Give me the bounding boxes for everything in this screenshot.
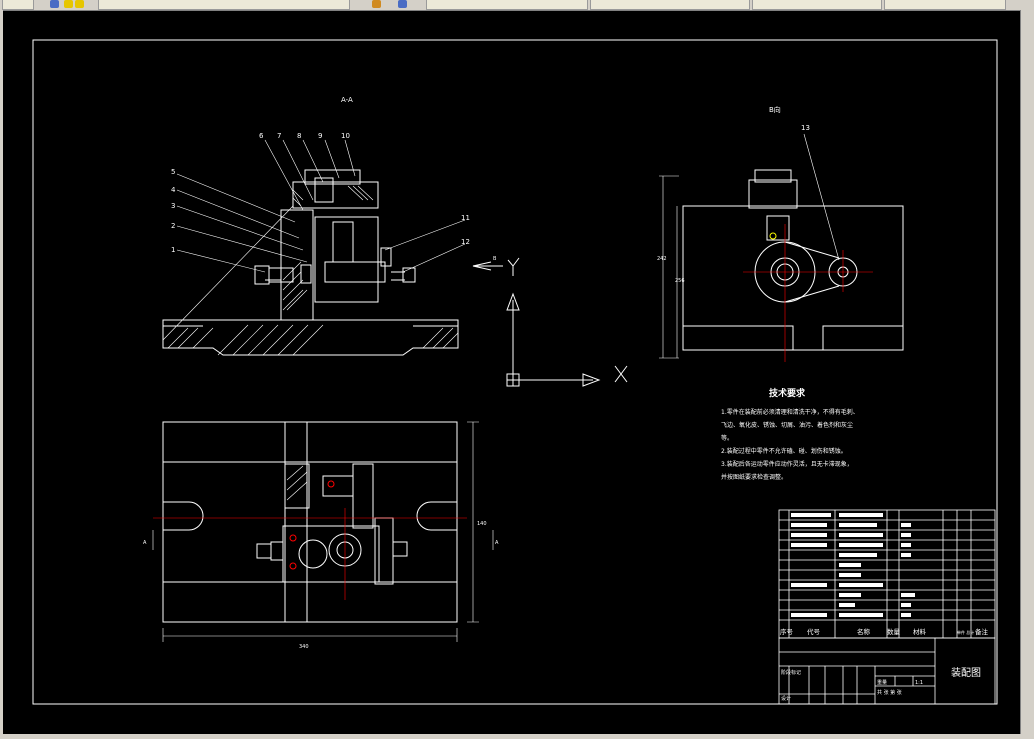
- callout-11: 11: [461, 214, 470, 222]
- plotstyle-dropdown[interactable]: [884, 0, 1006, 10]
- tech-req-line: 1.零件在装配前必须清理和清洗干净，不得有毛刺、: [721, 408, 859, 416]
- callout-6: 6: [259, 132, 264, 140]
- callout-9: 9: [318, 132, 322, 140]
- bom-header-name: 名称: [857, 627, 871, 636]
- section-label: A-A: [341, 96, 353, 104]
- layer-prev-icon[interactable]: [398, 0, 407, 8]
- bom-header-remark: 备注: [975, 627, 989, 636]
- layer-state-icon[interactable]: [372, 0, 381, 8]
- callout-2: 2: [171, 222, 175, 230]
- tech-req-line: 3.装配后各运动零件应动作灵活，且无卡滞现象，: [721, 460, 853, 468]
- window-bottom-border: [0, 734, 1034, 739]
- callout-12: 12: [461, 238, 470, 246]
- tech-req-line: 等。: [721, 434, 733, 442]
- drawing-border: [32, 39, 998, 705]
- side-view: B向 13 242 256: [657, 105, 904, 362]
- tech-req-line: 2.装配过程中零件不允许磕、碰、划伤和锈蚀。: [721, 447, 847, 455]
- bom-header-material: 材料: [913, 627, 927, 636]
- top-view: 340 140 A A: [143, 421, 499, 650]
- tb-label-stage: 阶段标记: [781, 669, 801, 676]
- callout-1: 1: [171, 246, 175, 254]
- bom-header-code: 代号: [807, 627, 821, 636]
- view-label: B向: [769, 105, 781, 114]
- dim-height-a: 242: [657, 256, 667, 262]
- toolbar-tab[interactable]: [2, 0, 34, 10]
- lineweight-dropdown[interactable]: [752, 0, 882, 10]
- tb-sheet: 共 张 第 张: [877, 689, 902, 696]
- callout-5: 5: [171, 168, 175, 176]
- sun-icon[interactable]: [75, 0, 84, 8]
- bom-header-qty: 数量: [887, 627, 901, 636]
- vertical-scrollbar[interactable]: [1020, 10, 1034, 739]
- dim-height-b: 256: [675, 278, 685, 284]
- tech-requirements: 技术要求 1.零件在装配前必须清理和清洗干净，不得有毛刺、 飞边、氧化皮、锈蚀、…: [721, 387, 859, 481]
- tb-scale: 1:1: [915, 680, 923, 686]
- view-arrow-label: B: [493, 256, 497, 262]
- bulb-icon[interactable]: [64, 0, 73, 8]
- tb-label-weight: 重量: [877, 679, 887, 686]
- tech-req-line: 飞边、氧化皮、锈蚀、切屑、油污、着色剂和灰尘: [721, 421, 853, 429]
- callout-13: 13: [801, 124, 810, 132]
- ucs-x-label: X: [615, 393, 616, 395]
- window-left-border: [0, 10, 3, 739]
- color-dropdown[interactable]: [426, 0, 588, 10]
- tech-req-title: 技术要求: [769, 387, 806, 399]
- cad-toolbar: [0, 0, 1034, 11]
- layer-icon[interactable]: [50, 0, 59, 8]
- tb-label-design: 设计: [781, 695, 791, 702]
- ucs-icon: X: [506, 292, 628, 395]
- layer-dropdown[interactable]: [98, 0, 350, 10]
- callout-8: 8: [297, 132, 301, 140]
- callout-10: 10: [341, 132, 350, 140]
- bom-table: 序号 代号 名称 数量 材料 单件 总计 备注: [778, 509, 996, 639]
- callout-7: 7: [277, 132, 281, 140]
- callout-4: 4: [171, 186, 176, 194]
- drawing-name: 装配图: [951, 666, 981, 679]
- callout-3: 3: [171, 202, 175, 210]
- section-mark-right: A: [495, 540, 499, 546]
- dim-plan-width: 140: [477, 521, 487, 527]
- title-block: 阶段标记 设计 重量 1:1 共 张 第 张 装配图: [778, 637, 996, 705]
- bom-header-unit-weight: 单件 总计: [957, 629, 974, 635]
- dim-overall-length: 340: [299, 644, 309, 650]
- linetype-dropdown[interactable]: [590, 0, 750, 10]
- tech-req-line: 并按图纸要求检查调整。: [721, 473, 787, 481]
- front-section-view: A-A: [162, 96, 520, 356]
- section-mark-left: A: [143, 540, 147, 546]
- bom-header-seq: 序号: [780, 627, 794, 636]
- drawing-canvas[interactable]: A-A: [3, 10, 1021, 734]
